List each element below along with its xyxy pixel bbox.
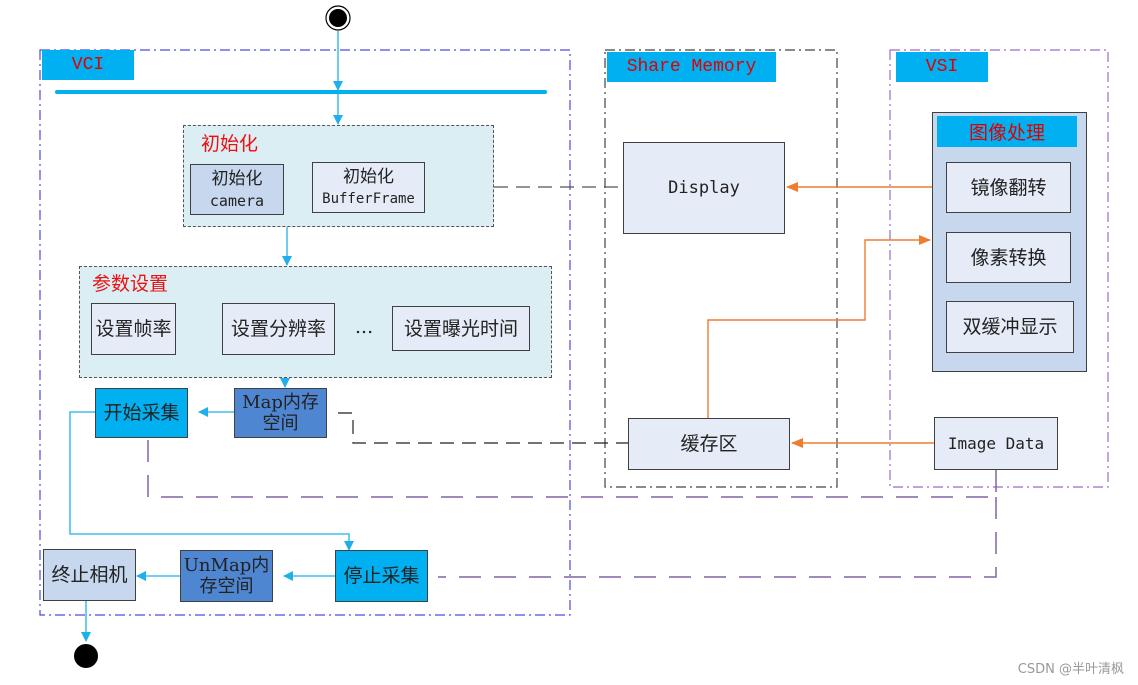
set-exposure-box[interactable]: 设置曝光时间 — [392, 306, 530, 351]
init-camera-line1: 初始化 — [211, 168, 263, 189]
share-memory-lane-label: Share Memory — [607, 52, 776, 82]
buffer-box[interactable]: 缓存区 — [628, 418, 790, 470]
param-ellipsis: ... — [355, 316, 374, 338]
init-bufferframe-line2: BufferFrame — [322, 190, 415, 207]
init-camera-line2: camera — [209, 191, 265, 210]
set-resolution-box[interactable]: 设置分辨率 — [222, 303, 335, 355]
vsi-lane-label: VSI — [896, 52, 988, 82]
terminate-camera-box[interactable]: 终止相机 — [43, 549, 136, 601]
link-imagedata-stop — [438, 497, 997, 578]
map-memory-line1: Map内存 — [242, 392, 319, 413]
pixel-convert-box[interactable]: 像素转换 — [946, 232, 1071, 283]
end-node — [74, 644, 98, 668]
share-memory-lane-border — [604, 49, 838, 488]
display-box[interactable]: Display — [623, 142, 785, 234]
set-frame-rate-box[interactable]: 设置帧率 — [91, 303, 176, 355]
vci-lane-label: VCI — [42, 50, 134, 80]
image-processing-title: 图像处理 — [937, 116, 1077, 147]
mirror-flip-box[interactable]: 镜像翻转 — [946, 162, 1071, 213]
init-group-title: 初始化 — [201, 133, 259, 155]
init-bufferframe-box[interactable]: 初始化 BufferFrame — [312, 162, 425, 213]
arrow-start-to-stop — [69, 411, 354, 551]
link-map-buffer — [338, 412, 628, 444]
param-group-title: 参数设置 — [92, 273, 169, 295]
init-bufferframe-line1: 初始化 — [343, 166, 394, 187]
double-buffer-box[interactable]: 双缓冲显示 — [946, 301, 1074, 353]
vci-lane-border — [39, 49, 571, 616]
watermark: CSDN @半叶清枫 — [1017, 662, 1124, 677]
image-data-box[interactable]: Image Data — [934, 417, 1058, 470]
map-memory-line2: 空间 — [262, 413, 299, 434]
vsi-lane-border — [889, 49, 1109, 488]
unmap-memory-line2: 存空间 — [199, 576, 254, 597]
stop-capture-box[interactable]: 停止采集 — [335, 550, 428, 602]
unmap-memory-line1: UnMap内 — [183, 555, 270, 576]
map-memory-box[interactable]: Map内存 空间 — [234, 388, 327, 438]
init-camera-box[interactable]: 初始化 camera — [190, 164, 284, 215]
link-imagedata-start — [147, 437, 997, 498]
arrow-buffer-to-pixel — [707, 235, 931, 418]
start-node — [329, 9, 347, 27]
unmap-memory-box[interactable]: UnMap内 存空间 — [180, 550, 273, 602]
start-capture-box[interactable]: 开始采集 — [95, 388, 188, 438]
